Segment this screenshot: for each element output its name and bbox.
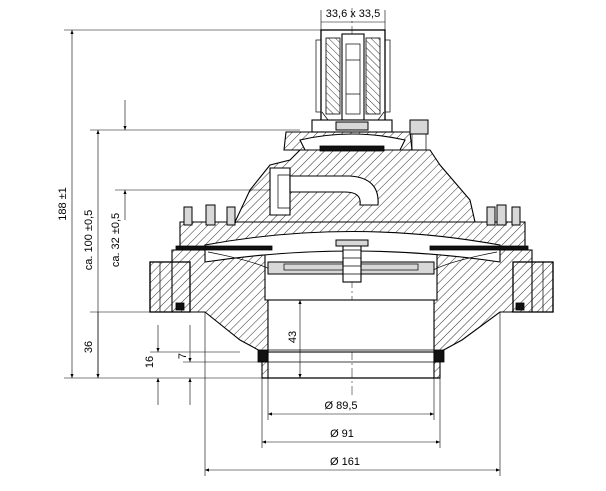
dim-flange-36: 36 <box>83 341 95 353</box>
pilot-housing <box>234 119 476 223</box>
dim-dia-89-5: Ø 89,5 <box>324 400 357 412</box>
dim-coil-size: 33,6 x 33,5 <box>326 8 380 20</box>
valve-body-lower <box>149 249 554 379</box>
dimension-lines <box>64 10 501 476</box>
valve-body-middle <box>175 204 529 283</box>
dim-total-height: 188 ±1 <box>57 187 69 221</box>
dim-dia-161: Ø 161 <box>330 456 360 468</box>
solenoid-coil <box>311 29 393 133</box>
dim-7: 7 <box>177 353 189 359</box>
dim-16: 16 <box>144 356 156 368</box>
dim-height-32: ca. 32 ±0,5 <box>110 213 122 267</box>
dim-outlet-43: 43 <box>287 331 299 343</box>
dim-dia-91: Ø 91 <box>330 428 354 440</box>
dim-height-100: ca. 100 ±0,5 <box>83 210 95 270</box>
